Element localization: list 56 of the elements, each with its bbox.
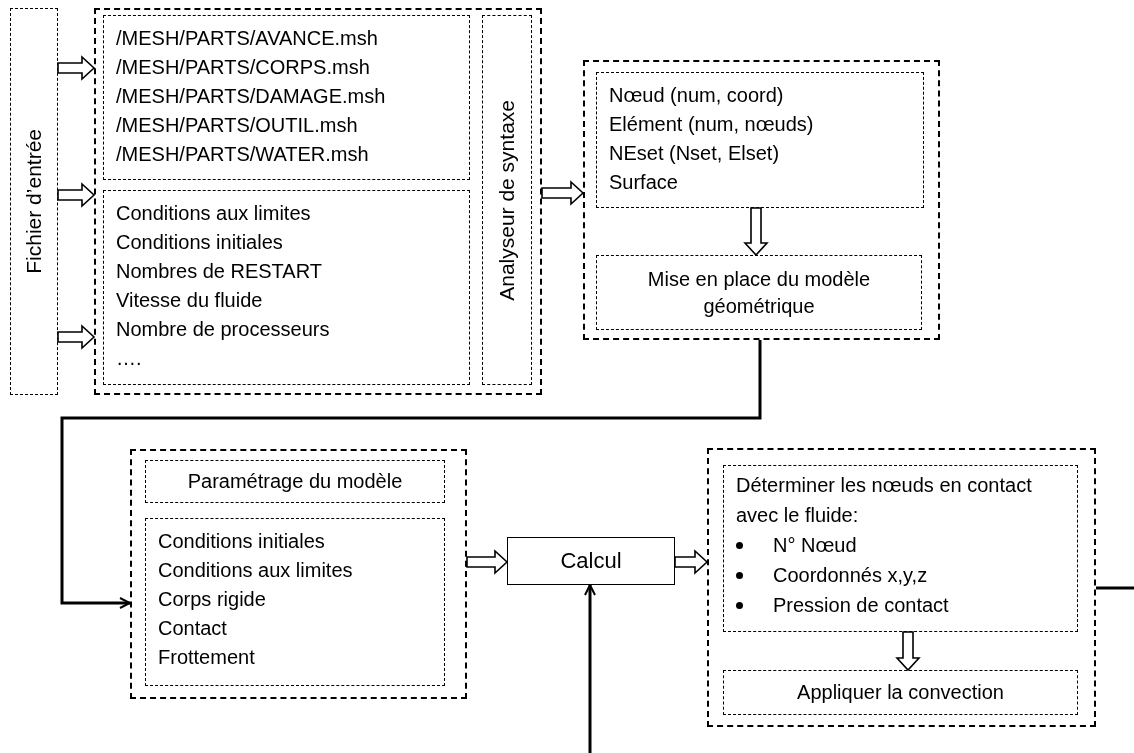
list-item-text: Corps rigide (158, 587, 267, 612)
list-item-text: /MESH/PARTS/WATER.msh (116, 142, 370, 167)
heading-text: Déterminer les nœuds en contact avec le fluide: (736, 473, 1033, 528)
bullet-text: N° Nœud (773, 533, 857, 558)
block-arrow (674, 549, 709, 575)
list-item-text: …. (116, 346, 143, 371)
bullet-text: Pression de contact (773, 593, 949, 618)
mesh-data-box (596, 72, 924, 208)
arrow (60, 340, 762, 609)
list-item-text: Conditions aux limites (158, 558, 354, 583)
group-frame (130, 449, 467, 699)
block-arrow (57, 55, 96, 81)
vertical-label: Analyseur de syntaxe (494, 99, 520, 301)
group-frame (583, 60, 940, 340)
box-text: Paramétrage du modèle (187, 469, 403, 494)
file-list-box (103, 15, 470, 180)
box-text: Calcul (560, 547, 622, 575)
box-text: Appliquer la convection (797, 680, 1004, 705)
list-item-text: Elément (num, nœuds) (609, 112, 815, 137)
bullet-text: Coordonnés x,y,z (773, 563, 928, 588)
list-item-text: Conditions initiales (158, 529, 326, 554)
list-item-text: Surface (609, 170, 679, 195)
parser-box (482, 15, 532, 385)
connector-line (1096, 586, 1134, 590)
list-item-text: NEset (Nset, Elset) (609, 141, 781, 166)
list-item-text: /MESH/PARTS/OUTIL.msh (116, 113, 359, 138)
process-box (723, 465, 1078, 632)
block-arrow (466, 549, 509, 575)
block-arrow (57, 182, 96, 208)
box-text: Mise en place du modèle géométrique (646, 266, 872, 319)
list-item-text: Nombre de processeurs (116, 317, 331, 342)
arrow (584, 584, 596, 753)
list-item-text: Nœud (num, coord) (609, 83, 785, 108)
process-box (507, 537, 675, 585)
block-arrow (541, 180, 585, 206)
input-file-box (10, 8, 58, 395)
list-item-text: Contact (158, 616, 228, 641)
block-arrow (895, 631, 921, 672)
list-item-text: Nombres de RESTART (116, 259, 323, 284)
process-box (145, 460, 445, 503)
process-box (596, 255, 922, 330)
list-item-text: Vitesse du fluide (116, 288, 264, 313)
list-item-text: Conditions initiales (116, 230, 284, 255)
vertical-label: Fichier d’entrée (21, 129, 47, 274)
list-item-text: /MESH/PARTS/CORPS.msh (116, 55, 371, 80)
list-item-text: /MESH/PARTS/AVANCE.msh (116, 26, 379, 51)
group-frame (707, 448, 1096, 727)
list-item-text: Frottement (158, 645, 256, 670)
parameter-list-box (145, 518, 445, 686)
block-arrow (57, 324, 96, 350)
list-item-text: Conditions aux limites (116, 201, 312, 226)
list-item-text: /MESH/PARTS/DAMAGE.msh (116, 84, 387, 109)
block-arrow (743, 207, 769, 257)
parameter-list-box (103, 190, 470, 385)
group-frame (94, 8, 542, 395)
process-box (723, 670, 1078, 715)
